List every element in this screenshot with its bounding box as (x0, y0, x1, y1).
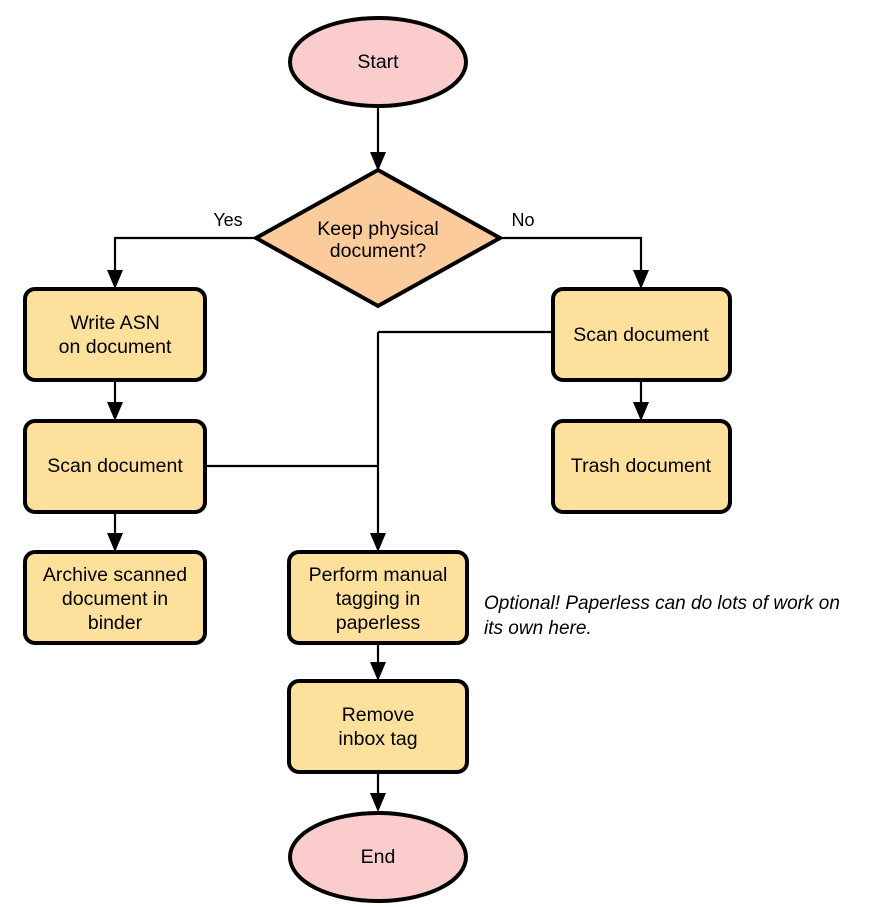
manual-tagging-box-shape (287, 550, 469, 645)
remove-inbox-box-shape (287, 679, 469, 774)
scan-left-box-shape (23, 419, 207, 514)
edge-scan-right-to-trash (633, 380, 649, 421)
node-end[interactable]: End (288, 811, 468, 903)
archive-binder-label-line3: binder (88, 612, 143, 634)
archive-binder-label-line2: document in (62, 588, 168, 610)
node-scan-document-left[interactable]: Scan document (23, 419, 207, 514)
manual-tagging-label-line3: paperless (336, 612, 421, 634)
node-remove-inbox-tag[interactable]: Remove inbox tag (287, 679, 469, 774)
optional-note-line2: its own here. (484, 618, 592, 639)
decision-diamond-shape (251, 167, 505, 309)
edge-scan-left-to-archive (107, 512, 123, 552)
node-archive-binder[interactable]: Archive scanned document in binder (23, 550, 207, 645)
archive-binder-label-line1: Archive scanned (43, 564, 187, 586)
start-ellipse-shape (288, 16, 468, 108)
edge-label-no: No (511, 210, 534, 230)
scan-right-label: Scan document (573, 324, 709, 346)
write-asn-label-line2: on document (59, 336, 172, 358)
scan-right-box-shape (551, 287, 732, 382)
archive-binder-box-shape (23, 550, 207, 645)
manual-tagging-label-line2: tagging in (336, 588, 421, 610)
annotation-optional-note: Optional! Paperless can do lots of work … (484, 593, 840, 639)
connector-layer (107, 107, 649, 812)
edge-manual-tagging-to-remove-inbox (370, 643, 386, 681)
remove-inbox-label-line2: inbox tag (338, 728, 417, 750)
node-write-asn[interactable]: Write ASN on document (23, 287, 207, 382)
end-ellipse-shape (288, 811, 468, 903)
start-label: Start (357, 51, 399, 73)
end-label: End (361, 846, 396, 868)
write-asn-label-line1: Write ASN (70, 312, 160, 334)
scan-left-label: Scan document (47, 455, 183, 477)
node-decision-keep-physical[interactable]: Keep physical document? (251, 167, 505, 309)
node-trash-document[interactable]: Trash document (551, 419, 732, 514)
node-start[interactable]: Start (288, 16, 468, 108)
decision-label-line2: document? (330, 240, 427, 262)
edge-label-yes: Yes (213, 210, 242, 230)
edge-write-asn-to-scan-left (107, 380, 123, 421)
write-asn-box-shape (23, 287, 207, 382)
edge-junction-to-manual-tagging (370, 332, 386, 552)
edge-decision-to-write-asn (107, 236, 256, 289)
edge-decision-to-scan-right (500, 236, 649, 289)
manual-tagging-label-line1: Perform manual (309, 564, 448, 586)
edge-start-to-decision (370, 107, 386, 171)
remove-inbox-label-line1: Remove (342, 704, 415, 726)
trash-label: Trash document (571, 455, 712, 477)
edge-remove-inbox-to-end (370, 772, 386, 812)
node-scan-document-right[interactable]: Scan document (551, 287, 732, 382)
trash-box-shape (551, 419, 732, 514)
node-manual-tagging[interactable]: Perform manual tagging in paperless (287, 550, 469, 645)
decision-label-line1: Keep physical (317, 218, 438, 240)
optional-note-line1: Optional! Paperless can do lots of work … (484, 593, 840, 614)
